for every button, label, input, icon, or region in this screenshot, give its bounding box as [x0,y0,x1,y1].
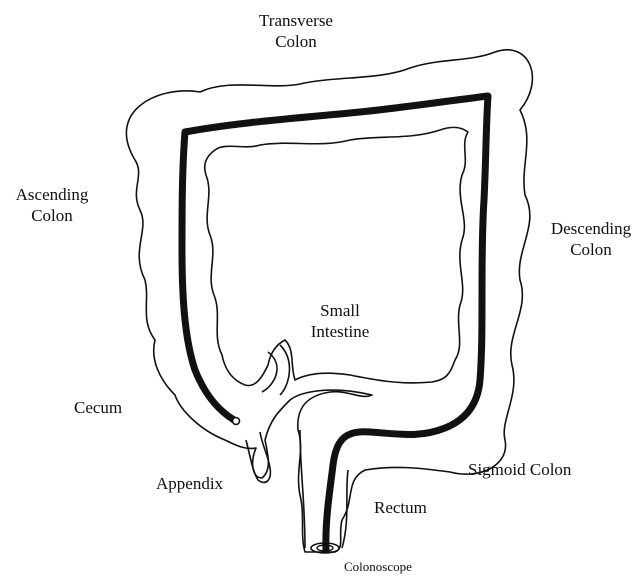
label-descending-line1: Descending [541,218,641,239]
label-appendix: Appendix [156,473,223,494]
label-descending-line2: Colon [541,239,641,260]
label-ascending-colon: Ascending Colon [10,184,94,226]
label-ascending-line1: Ascending [10,184,94,205]
label-descending-colon: Descending Colon [541,218,641,260]
label-small-line2: Intestine [295,321,385,342]
appendix-shape [246,432,270,482]
label-small-intestine: Small Intestine [295,300,385,342]
colonoscope-tip-icon [233,418,240,425]
label-transverse-colon: Transverse Colon [246,10,346,52]
label-transverse-line2: Colon [246,31,346,52]
label-rectum: Rectum [374,497,427,518]
label-colonoscope: Colonoscope [344,556,412,577]
label-ascending-line2: Colon [10,205,94,226]
label-sigmoid-colon: Sigmoid Colon [468,459,571,480]
label-cecum: Cecum [74,397,122,418]
label-small-line1: Small [295,300,385,321]
colon-inner-wall [205,127,468,385]
label-transverse-line1: Transverse [246,10,346,31]
